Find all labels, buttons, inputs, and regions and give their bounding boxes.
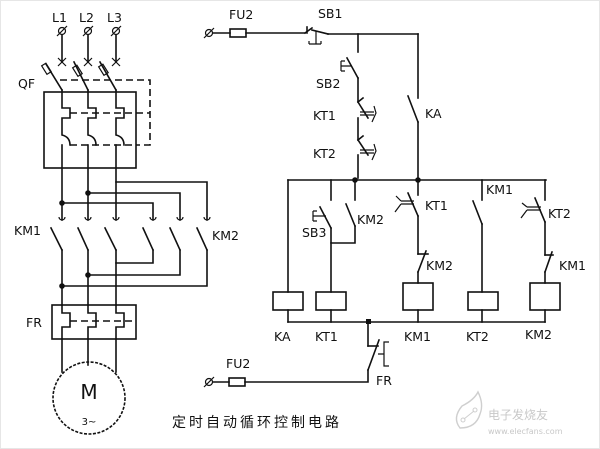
- stop-button-icon: [303, 26, 329, 45]
- start-button-label: SB2: [316, 76, 340, 91]
- km2-main-contacts-icon: [141, 216, 211, 252]
- km1-aux-contact-icon: [471, 199, 484, 226]
- km1-main-label: KM1: [14, 223, 41, 238]
- coil-kt1-label: KT1: [315, 329, 338, 344]
- button-sb3-label: SB3: [302, 225, 326, 240]
- timer-contact-kt2-icon: [356, 134, 377, 161]
- motor-type: 3~: [82, 417, 97, 428]
- fuse-bottom-label: FU2: [226, 356, 250, 371]
- timer-contact-kt1-label: KT1: [313, 108, 336, 123]
- motor-icon: [52, 361, 126, 435]
- overload-label: FR: [26, 315, 42, 330]
- phase-label-l1: L1: [52, 10, 67, 25]
- coil-km2-label: KM2: [525, 327, 552, 342]
- diagram-title: 定时自动循环控制电路: [172, 415, 342, 431]
- coil-km2-icon: [529, 282, 561, 311]
- coil-kt1-icon: [315, 291, 347, 311]
- watermark-brand: 电子发烧友: [488, 407, 548, 422]
- watermark: 电子发烧友 www.elecfans.com: [455, 390, 563, 436]
- terminal-icon: [203, 376, 215, 388]
- coil-km1-label: KM1: [404, 329, 431, 344]
- breaker-label: QF: [18, 76, 35, 91]
- km2-aux-contact-label: KM2: [357, 212, 384, 227]
- kt2-timed-contact-label: KT2: [548, 206, 571, 221]
- phase-label-l3: L3: [107, 10, 122, 25]
- km1-interlock-contact-icon: [543, 250, 554, 274]
- overload-contact-icon: [366, 338, 389, 372]
- overload-contact-label: FR: [376, 373, 392, 388]
- control-circuit: FU2 SB1 SB2 KT1: [203, 6, 586, 388]
- main-circuit: L1 L2 L3 QF: [14, 10, 239, 435]
- km2-aux-contact-icon: [344, 202, 357, 228]
- coil-kt2-icon: [467, 291, 499, 311]
- km2-interlock-contact-label: KM2: [426, 258, 453, 273]
- coil-ka-label: KA: [274, 329, 291, 344]
- fuse-bottom-icon: [228, 377, 246, 387]
- motor-symbol: M: [80, 380, 97, 404]
- coil-ka-icon: [272, 291, 304, 311]
- breaker-switch-icon: [40, 60, 118, 92]
- breaker-box: [43, 91, 137, 169]
- start-button-icon: [340, 56, 360, 80]
- kt1-timed-contact-label: KT1: [425, 198, 448, 213]
- fuse-top-label: FU2: [229, 7, 253, 22]
- watermark-logo-icon: [455, 390, 483, 429]
- km1-interlock-contact-label: KM1: [559, 258, 586, 273]
- overload-box: [51, 304, 137, 340]
- km2-interlock-contact-icon: [416, 249, 429, 274]
- fuse-top-icon: [229, 28, 247, 38]
- terminal-icon: [56, 25, 122, 37]
- phase-label-l2: L2: [79, 10, 94, 25]
- kt2-timed-contact-icon: [520, 196, 547, 224]
- km1-main-contacts-icon: [49, 216, 120, 252]
- stop-button-label: SB1: [318, 6, 342, 21]
- button-sb3-icon: [312, 205, 333, 230]
- coil-kt2-label: KT2: [466, 329, 489, 344]
- watermark-url: www.elecfans.com: [488, 427, 563, 436]
- km1-aux-contact-label: KM1: [486, 182, 513, 197]
- kt1-timed-contact-icon: [394, 191, 420, 218]
- overload-heater-icon: [61, 304, 136, 340]
- km2-main-label: KM2: [212, 228, 239, 243]
- timer-contact-kt1-icon: [356, 96, 377, 123]
- breaker-x-icon: [57, 57, 121, 67]
- timer-contact-kt2-label: KT2: [313, 146, 336, 161]
- coil-km1-icon: [402, 282, 434, 311]
- ka-contact-label: KA: [425, 106, 442, 121]
- ka-contact-icon: [406, 94, 420, 124]
- breaker-trip-element-icon: [61, 89, 138, 146]
